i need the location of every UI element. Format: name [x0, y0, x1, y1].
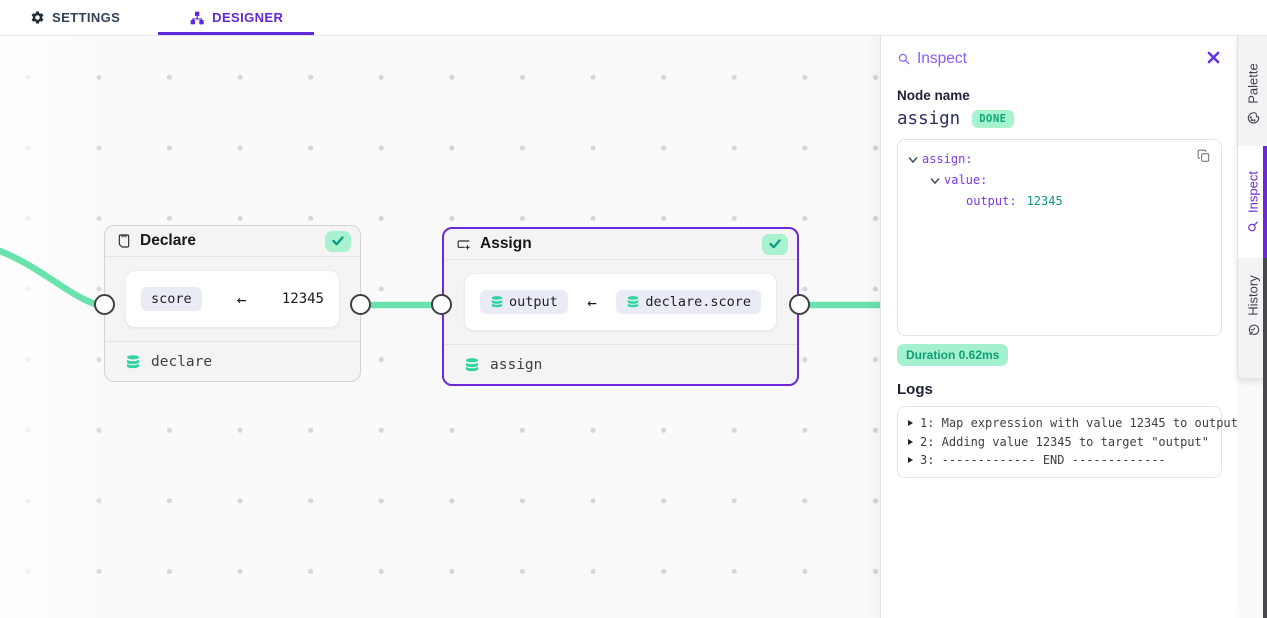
- log-text: 3: ------------- END -------------: [920, 453, 1166, 468]
- target-chip-label: output: [509, 294, 558, 310]
- expand-triangle-icon: [908, 457, 913, 464]
- chevron-down-icon: [930, 177, 940, 184]
- log-row[interactable]: 3: ------------- END -------------: [908, 451, 1211, 470]
- expand-triangle-icon: [908, 420, 913, 427]
- edge-incoming[interactable]: [0, 247, 99, 308]
- tab-designer[interactable]: DESIGNER: [158, 0, 314, 35]
- node-assign-footer: assign: [444, 344, 797, 384]
- database-icon: [491, 296, 503, 308]
- node-assign-title: Assign: [480, 235, 532, 252]
- node-name-value: assign: [897, 109, 961, 129]
- active-tab-indicator: [1263, 146, 1267, 258]
- copy-button[interactable]: [1195, 147, 1213, 168]
- tree-key: assign:: [922, 152, 973, 166]
- assign-expression-card[interactable]: output ← declare.score: [464, 273, 777, 331]
- node-name-row: assign DONE: [897, 109, 1222, 129]
- check-icon: [769, 239, 781, 249]
- source-chip: declare.score: [616, 290, 761, 314]
- inspect-panel-header: Inspect: [897, 49, 1222, 69]
- node-declare-body: score ← 12345: [105, 257, 360, 341]
- node-assign-body: output ← declare.score: [444, 260, 797, 344]
- declare-expression-card[interactable]: score ← 12345: [125, 270, 340, 328]
- tree-line[interactable]: assign:: [908, 149, 1211, 170]
- chevron-down-icon: [908, 156, 918, 163]
- log-text: 2: Adding value 12345 to target "output": [920, 434, 1209, 449]
- workflow-icon: [190, 11, 204, 24]
- history-icon: [1248, 324, 1259, 335]
- node-assign-status-button[interactable]: [762, 233, 788, 255]
- inspect-panel-title: Inspect: [897, 50, 967, 68]
- side-tab-rail: Palette Inspect History: [1237, 36, 1267, 618]
- rail-tab-palette-label: Palette: [1245, 63, 1261, 104]
- tree-line[interactable]: value:: [908, 170, 1211, 191]
- tab-designer-label: DESIGNER: [212, 10, 284, 25]
- node-assign[interactable]: Assign output ← declare.score: [442, 227, 799, 386]
- tab-settings-label: SETTINGS: [52, 10, 121, 25]
- variable-chip: score: [141, 287, 202, 311]
- right-edge-shadow: [1263, 258, 1267, 618]
- node-assign-name: assign: [490, 356, 543, 373]
- search-icon: [898, 53, 910, 65]
- source-chip-label: declare.score: [645, 294, 751, 310]
- duration-badge: Duration 0.62ms: [897, 344, 1009, 366]
- tree-line: output: 12345: [908, 191, 1211, 212]
- node-declare-status-button[interactable]: [325, 230, 351, 252]
- copy-icon: [1197, 149, 1210, 162]
- node-declare-footer: declare: [105, 341, 360, 381]
- node-declare-header: Declare: [105, 226, 360, 257]
- node-name-label: Node name: [897, 88, 970, 103]
- log-row[interactable]: 1: Map expression with value 12345 to ou…: [908, 414, 1238, 433]
- close-icon: [1207, 51, 1220, 64]
- inspect-panel: Inspect Node name assign DONE assign: va…: [880, 36, 1238, 618]
- status-badge: DONE: [972, 110, 1014, 128]
- database-icon: [628, 296, 639, 308]
- palette-icon: [1247, 112, 1259, 124]
- port-assign-in[interactable]: [431, 294, 452, 315]
- close-panel-button[interactable]: [1205, 49, 1222, 69]
- node-assign-header: Assign: [444, 229, 797, 260]
- port-assign-out[interactable]: [789, 294, 810, 315]
- gear-icon: [31, 11, 44, 24]
- port-declare-in[interactable]: [94, 294, 115, 315]
- logs-box: 1: Map expression with value 12345 to ou…: [897, 406, 1238, 478]
- search-icon: [1248, 221, 1258, 232]
- assign-icon: [457, 240, 470, 250]
- declare-value: 12345: [281, 291, 324, 307]
- log-row[interactable]: 2: Adding value 12345 to target "output": [908, 433, 1211, 452]
- target-chip: output: [480, 290, 568, 314]
- top-tab-bar: SETTINGS DESIGNER: [0, 0, 1267, 36]
- tab-settings[interactable]: SETTINGS: [16, 0, 134, 35]
- node-declare[interactable]: Declare score ← 12345 declare: [104, 225, 361, 382]
- log-text: 1: Map expression with value 12345 to ou…: [920, 416, 1238, 431]
- inspect-panel-title-label: Inspect: [917, 50, 967, 67]
- rail-tab-palette[interactable]: Palette: [1238, 42, 1267, 146]
- tree-value: 12345: [1026, 194, 1063, 208]
- declare-icon: [118, 234, 130, 248]
- node-declare-name: declare: [151, 353, 213, 370]
- tree-key: output:: [966, 194, 1017, 208]
- database-icon: [127, 354, 139, 368]
- node-declare-title: Declare: [140, 232, 197, 249]
- logs-heading: Logs: [897, 381, 933, 398]
- port-declare-out[interactable]: [350, 294, 371, 315]
- check-icon: [332, 236, 344, 246]
- rail-tab-inspect-label: Inspect: [1245, 171, 1261, 213]
- assign-arrow: ←: [236, 289, 247, 309]
- database-icon: [466, 357, 478, 371]
- assign-arrow: ←: [587, 292, 597, 312]
- expand-triangle-icon: [908, 438, 913, 445]
- tree-key: value:: [944, 173, 988, 187]
- result-tree: assign: value: output: 12345: [897, 139, 1222, 336]
- rail-tab-history-label: History: [1245, 275, 1261, 316]
